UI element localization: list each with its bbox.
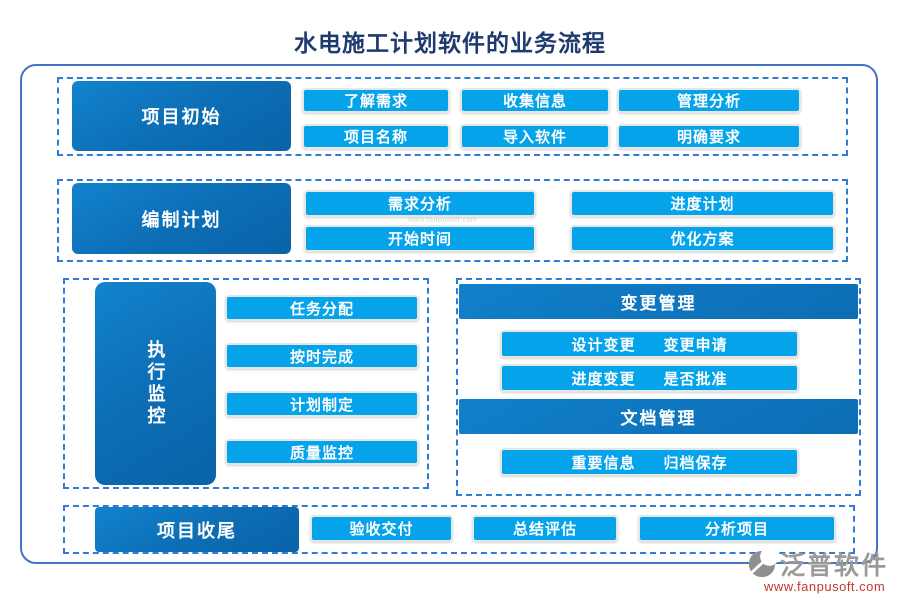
- fanpu-logo-url: www.fanpusoft.com: [764, 579, 886, 594]
- stage-plan-label: 编制计划: [72, 183, 291, 254]
- stage-init-label: 项目初始: [72, 81, 291, 151]
- stage-init-group: 项目初始 了解需求 收集信息 管理分析 项目名称 导入软件 明确要求: [57, 77, 848, 156]
- btn-collect-info[interactable]: 收集信息: [460, 88, 610, 113]
- btn-optimize-plan[interactable]: 优化方案: [570, 225, 835, 252]
- btn-on-time-complete[interactable]: 按时完成: [225, 343, 419, 369]
- stage-monitor-group: 执行监控 任务分配 按时完成 计划制定 质量监控: [63, 278, 429, 489]
- btn-acceptance-delivery[interactable]: 验收交付: [310, 515, 453, 542]
- fanpu-logo[interactable]: 泛普软件 www.fanpusoft.com: [746, 546, 888, 594]
- btn-start-time[interactable]: 开始时间: [304, 225, 536, 252]
- stage-close-group: 项目收尾 验收交付 总结评估 分析项目: [63, 505, 855, 554]
- fanpu-logo-icon: [748, 548, 778, 578]
- stage-plan-group: 编制计划 需求分析 进度计划 开始时间 优化方案: [57, 179, 848, 262]
- btn-design-change-request[interactable]: 设计变更 变更申请: [500, 330, 799, 358]
- btn-manage-analysis[interactable]: 管理分析: [617, 88, 801, 113]
- fanpu-logo-name: 泛普软件: [780, 552, 889, 580]
- header-change-management: 变更管理: [459, 284, 858, 319]
- btn-plan-make[interactable]: 计划制定: [225, 391, 419, 417]
- btn-quality-control[interactable]: 质量监控: [225, 439, 419, 465]
- btn-import-software[interactable]: 导入软件: [460, 124, 610, 149]
- stage-change-doc-group: 变更管理 设计变更 变更申请 进度变更 是否批准 文档管理 重要信息 归档保存: [456, 278, 861, 496]
- btn-project-analysis[interactable]: 分析项目: [638, 515, 836, 542]
- btn-task-assign[interactable]: 任务分配: [225, 295, 419, 321]
- stage-close-label: 项目收尾: [95, 507, 299, 552]
- stage-monitor-label: 执行监控: [95, 282, 216, 485]
- btn-important-info-archive[interactable]: 重要信息 归档保存: [500, 448, 799, 476]
- btn-demand-analysis[interactable]: 需求分析: [304, 190, 536, 217]
- btn-understand-needs[interactable]: 了解需求: [302, 88, 450, 113]
- btn-clarify-requirements[interactable]: 明确要求: [617, 124, 801, 149]
- btn-schedule-plan[interactable]: 进度计划: [570, 190, 835, 217]
- page-title: 水电施工计划软件的业务流程: [294, 30, 606, 56]
- btn-project-name[interactable]: 项目名称: [302, 124, 450, 149]
- diagram-frame: [20, 64, 878, 564]
- watermark-url: www.fanpusoft.com: [408, 217, 478, 224]
- btn-summary-evaluation[interactable]: 总结评估: [472, 515, 618, 542]
- header-document-management: 文档管理: [459, 399, 858, 434]
- btn-progress-change-approval[interactable]: 进度变更 是否批准: [500, 364, 799, 392]
